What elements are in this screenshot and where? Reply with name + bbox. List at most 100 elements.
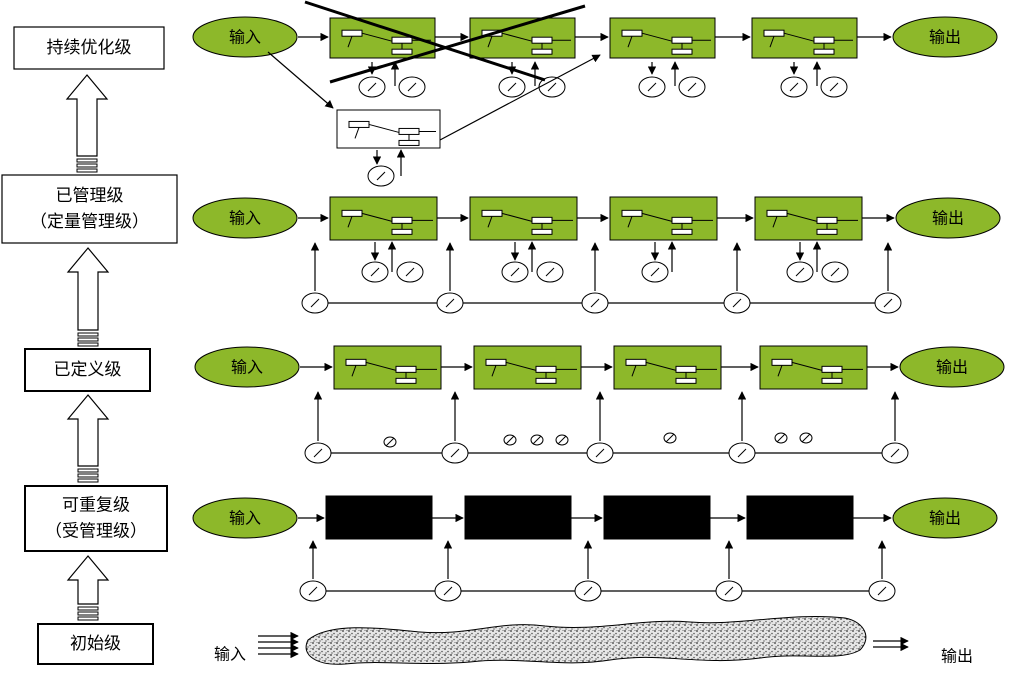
gauge-needle: [385, 437, 395, 447]
switch-stem: [487, 216, 493, 228]
switch-stem: [631, 365, 637, 377]
switch-bar-bottom: [391, 48, 413, 55]
black-box-row4-4-rect: [746, 495, 854, 540]
switch-stem: [627, 216, 633, 228]
gauge-icon: [367, 165, 395, 187]
level-box-frame: [24, 348, 151, 392]
gauge-needle: [443, 586, 453, 596]
gauge-icon: [383, 436, 397, 448]
process-box-row1-3-rect: [609, 17, 716, 59]
switch-bar-bottom: [398, 139, 420, 146]
hollow-arrow-stripe: [77, 616, 99, 621]
gauge-needle: [545, 267, 555, 277]
gauge-needle: [308, 586, 318, 596]
input-ellipse-row4-label: 输入: [229, 509, 261, 528]
switch-stem: [627, 36, 633, 48]
hollow-arrow-stripe: [77, 606, 99, 611]
gauge-needle: [445, 298, 455, 308]
gauge-icon: [820, 76, 848, 98]
level-box-initial: 初始级: [37, 623, 154, 665]
hollow-arrow-stripe: [77, 342, 99, 347]
level-box-repeatable: 可重复级（受管理级）: [24, 485, 168, 552]
gauge-needle: [450, 448, 460, 458]
gauge-icon: [715, 580, 743, 602]
switch-stem: [777, 365, 783, 377]
switch-stem: [347, 216, 353, 228]
input-ellipse-row3: 输入: [194, 346, 300, 388]
gauge-icon: [728, 442, 756, 464]
process-box-row3-2: [473, 345, 582, 390]
black-box-row4-2-rect: [464, 495, 572, 540]
gauge-icon: [555, 434, 569, 446]
level-label: 已管理级: [56, 186, 124, 206]
level-label: （受管理级）: [45, 522, 147, 542]
switch-bar-right: [816, 216, 838, 224]
switch-link: [645, 361, 677, 371]
output-ellipse-row3-shape: [899, 346, 1005, 388]
input-ellipse-row1-label: 输入: [229, 28, 261, 47]
hollow-arrow-body: [66, 247, 110, 331]
switch-bar-left: [345, 358, 367, 366]
gauge-needle: [313, 448, 323, 458]
output-ellipse-row3: 输出: [899, 346, 1005, 388]
level-label: 初始级: [70, 634, 121, 654]
gauge-needle: [830, 267, 840, 277]
gauge-needle: [732, 298, 742, 308]
gauge-icon: [304, 442, 332, 464]
gauge-icon: [663, 432, 677, 444]
gauge-icon: [361, 261, 389, 283]
gauge-needle: [890, 448, 900, 458]
black-box-row4-4: [746, 495, 854, 540]
gauge-icon: [530, 434, 544, 446]
gauge-icon: [301, 292, 329, 314]
process-box-row3-4-rect: [759, 345, 868, 390]
gauge-needle: [776, 433, 786, 443]
gauge-icon: [536, 261, 564, 283]
process-box-row2-4: [754, 196, 863, 241]
gauge-needle: [367, 82, 377, 92]
switch-bar-bottom: [671, 48, 693, 55]
input-ellipse-row2: 输入: [192, 197, 298, 239]
process-box-row1-4-rect: [751, 17, 858, 59]
switch-bar-right: [531, 36, 553, 44]
gauge-needle: [505, 435, 515, 445]
switch-bar-left: [763, 29, 785, 37]
switch-link: [783, 32, 815, 42]
output-ellipse-row2-shape: [895, 197, 1001, 239]
gauge-icon: [780, 76, 808, 98]
hollow-arrow-stripe: [76, 168, 98, 173]
switch-link: [501, 212, 533, 222]
switch-stem: [487, 36, 493, 48]
process-box-row3-4: [759, 345, 868, 390]
switch-bar-right: [398, 127, 420, 135]
black-box-row4-1-rect: [325, 495, 433, 540]
switch-bar-left: [341, 29, 363, 37]
gauge-needle: [647, 82, 657, 92]
switch-link: [361, 32, 393, 42]
gauge-needle: [310, 298, 320, 308]
level-label: 持续优化级: [47, 38, 132, 58]
process-rows: 输入输出输入输出输入输出输入输出输入输出: [192, 0, 1005, 666]
input-ellipse-row2-label: 输入: [229, 209, 261, 228]
switch-bar-right: [535, 365, 557, 373]
process-box-improved: [336, 109, 441, 149]
level-box-frame: [13, 26, 165, 70]
switch-link: [791, 361, 823, 371]
switch-bar-left: [621, 29, 643, 37]
switch-bar-left: [771, 358, 793, 366]
gauge-icon: [881, 442, 909, 464]
input-ellipse-row3-label: 输入: [231, 358, 263, 377]
switch-link: [641, 32, 673, 42]
hollow-arrow-stripe: [77, 478, 99, 483]
gauge-needle: [510, 267, 520, 277]
gauge-needle: [665, 433, 675, 443]
gauge-icon: [436, 292, 464, 314]
gauge-needle: [801, 433, 811, 443]
switch-link: [501, 32, 533, 42]
switch-link: [361, 212, 393, 222]
gauge-icon: [396, 261, 424, 283]
switch-bar-bottom: [813, 48, 835, 55]
input-ellipse-row1: 输入: [192, 16, 298, 58]
gauge-needle: [376, 171, 386, 181]
